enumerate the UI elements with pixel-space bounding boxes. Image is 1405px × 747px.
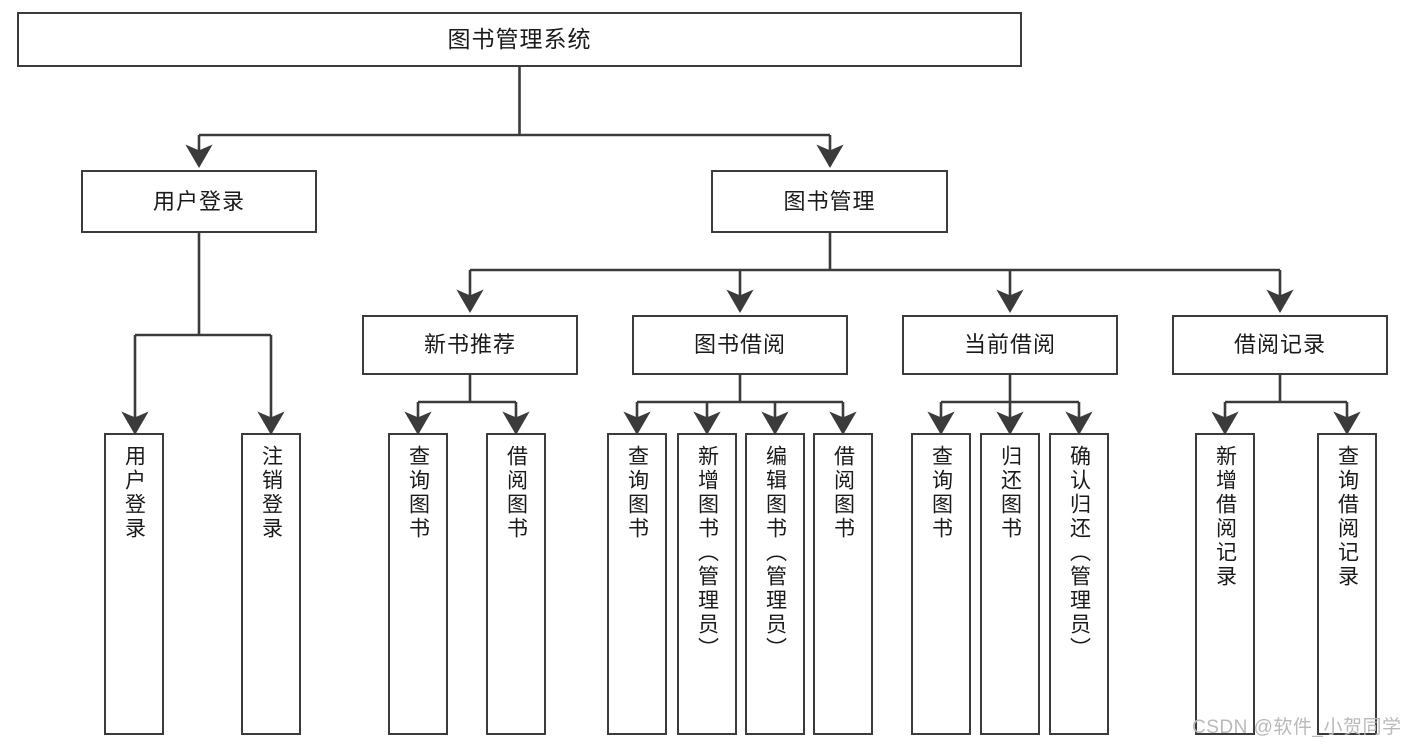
leaf-confirm-return-admin[interactable]: 确认归还（管理员） [1049, 433, 1109, 735]
leaf-label: 用户登录 [122, 445, 146, 541]
watermark-text: CSDN @软件_小贺同学 [1192, 717, 1402, 738]
leaf-label: 编辑图书（管理员） [763, 445, 787, 661]
leaf-edit-book-admin[interactable]: 编辑图书（管理员） [745, 433, 805, 735]
leaf-label: 查询图书 [929, 445, 953, 541]
node-root-book-management-system[interactable]: 图书管理系统 [17, 12, 1022, 67]
leaf-user-login[interactable]: 用户登录 [104, 433, 164, 735]
leaf-query-books-current[interactable]: 查询图书 [911, 433, 971, 735]
leaf-add-book-admin[interactable]: 新增图书（管理员） [677, 433, 737, 735]
leaf-label: 查询图书 [625, 445, 649, 541]
leaf-query-borrow-record[interactable]: 查询借阅记录 [1317, 433, 1377, 735]
node-user-login[interactable]: 用户登录 [81, 170, 317, 233]
leaf-logout[interactable]: 注销登录 [241, 433, 301, 735]
leaf-query-books-borrowing[interactable]: 查询图书 [607, 433, 667, 735]
leaf-label: 新增借阅记录 [1213, 445, 1237, 589]
leaf-borrow-books-recommendation[interactable]: 借阅图书 [486, 433, 546, 735]
leaf-label: 借阅图书 [831, 445, 855, 541]
node-borrowing-record[interactable]: 借阅记录 [1172, 315, 1388, 375]
node-current-borrowing[interactable]: 当前借阅 [902, 315, 1118, 375]
leaf-borrow-books[interactable]: 借阅图书 [813, 433, 873, 735]
leaf-query-books-recommendation[interactable]: 查询图书 [388, 433, 448, 735]
leaf-label: 新增图书（管理员） [695, 445, 719, 661]
leaf-label: 借阅图书 [504, 445, 528, 541]
node-book-borrowing[interactable]: 图书借阅 [632, 315, 848, 375]
leaf-label: 注销登录 [259, 445, 283, 541]
leaf-add-borrow-record[interactable]: 新增借阅记录 [1195, 433, 1255, 735]
node-new-book-recommendation[interactable]: 新书推荐 [362, 315, 578, 375]
leaf-return-books[interactable]: 归还图书 [980, 433, 1040, 735]
leaf-label: 确认归还（管理员） [1067, 445, 1091, 661]
leaf-label: 查询借阅记录 [1335, 445, 1359, 589]
leaf-label: 查询图书 [406, 445, 430, 541]
leaf-label: 归还图书 [998, 445, 1022, 541]
node-book-management[interactable]: 图书管理 [711, 170, 948, 233]
